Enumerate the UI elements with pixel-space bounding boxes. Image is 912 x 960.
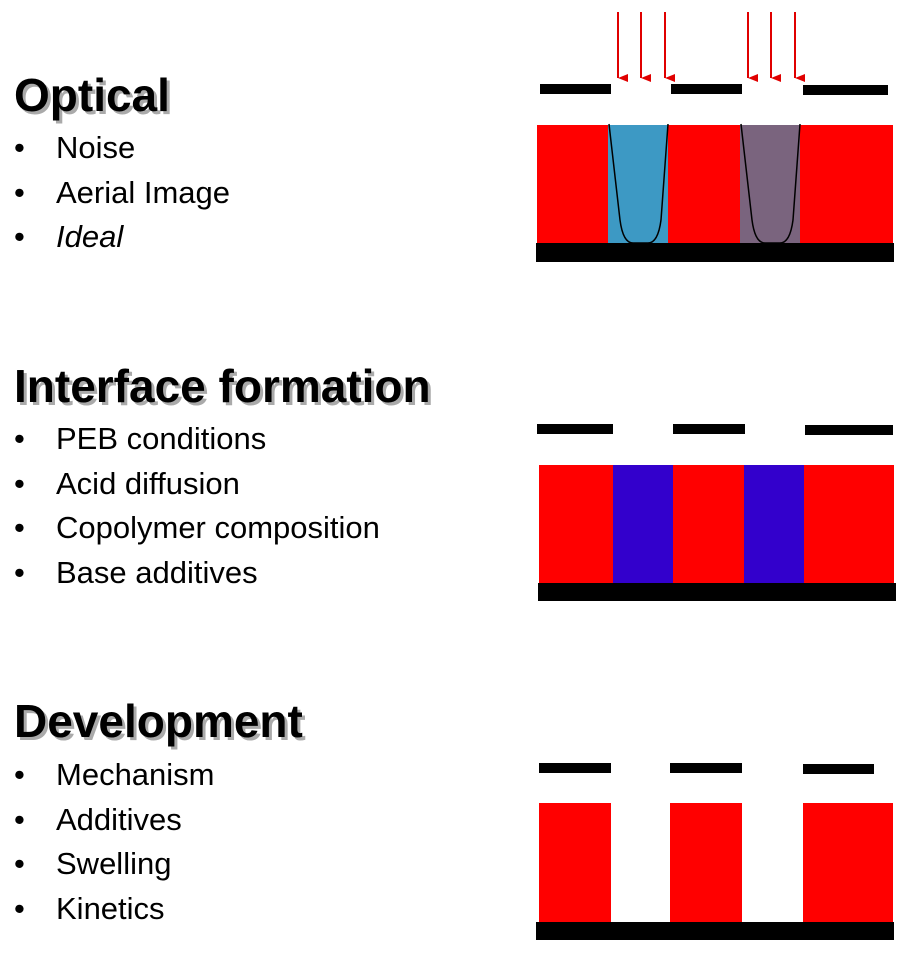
bullet-item: Additives <box>14 798 215 843</box>
bullet-item: Swelling <box>14 842 215 887</box>
exposure-arrows <box>617 12 805 82</box>
mask-bar <box>805 425 893 435</box>
substrate <box>536 922 894 940</box>
resist-layer <box>539 465 894 583</box>
mask-bar <box>803 764 874 774</box>
resist-line <box>539 803 611 922</box>
mask-bar <box>539 763 611 773</box>
exposed-region <box>740 125 800 243</box>
bullet-item: Base additives <box>14 551 380 596</box>
bullet-item: Acid diffusion <box>14 462 380 507</box>
interface-bullet-list: PEB conditions Acid diffusion Copolymer … <box>14 417 380 596</box>
optical-diagram <box>536 12 894 262</box>
acid-region <box>744 465 804 583</box>
mask-bar <box>537 424 613 434</box>
bullet-item: PEB conditions <box>14 417 380 462</box>
mask-bar <box>673 424 745 434</box>
resist-layer <box>537 125 893 243</box>
bullet-item: Ideal <box>14 215 230 260</box>
acid-region <box>613 465 673 583</box>
substrate <box>536 243 894 262</box>
bullet-item: Noise <box>14 126 230 171</box>
mask-bar <box>540 84 611 94</box>
section-title-optical: Optical <box>14 69 170 121</box>
bullet-item: Mechanism <box>14 753 215 798</box>
bullet-item: Kinetics <box>14 887 215 932</box>
section-title-interface-formation: Interface formation <box>14 360 431 412</box>
bullet-item: Copolymer composition <box>14 506 380 551</box>
resist-line <box>670 803 742 922</box>
bullet-item: Aerial Image <box>14 171 230 216</box>
mask-bar <box>670 763 742 773</box>
development-bullet-list: Mechanism Additives Swelling Kinetics <box>14 753 215 932</box>
interface-diagram <box>537 424 896 601</box>
mask-bar <box>803 85 888 95</box>
development-diagram <box>536 763 894 940</box>
resist-line <box>803 803 893 922</box>
exposed-region <box>608 125 668 243</box>
mask-bar <box>671 84 742 94</box>
substrate <box>538 583 896 601</box>
section-title-development: Development <box>14 695 303 747</box>
optical-bullet-list: Noise Aerial Image Ideal <box>14 126 230 260</box>
